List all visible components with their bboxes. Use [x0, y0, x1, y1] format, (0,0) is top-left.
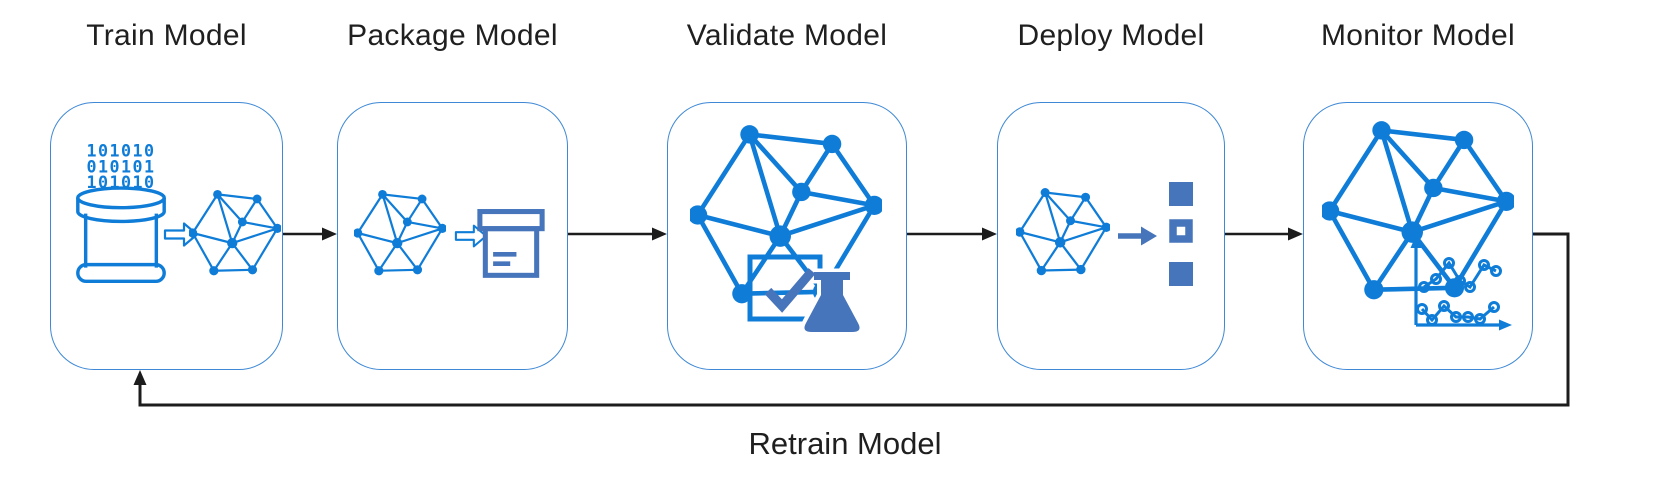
stage-box-monitor	[1303, 102, 1533, 370]
flow-arrow-3	[907, 227, 997, 241]
stage-title-package: Package Model	[347, 19, 558, 52]
network-graph-icon	[354, 187, 446, 279]
stage-box-validate	[667, 102, 907, 370]
check-flask-icon	[747, 254, 864, 336]
stage-title-deploy: Deploy Model	[1017, 19, 1205, 52]
stage-box-train: 101010 010101 101010	[50, 102, 283, 370]
stage-box-deploy	[997, 102, 1225, 370]
stage-title-train: Train Model	[86, 19, 247, 52]
stage-title-validate: Validate Model	[686, 19, 888, 52]
chart-series-lower	[1416, 300, 1500, 326]
svg-text:010101: 010101	[86, 157, 155, 176]
network-graph-icon	[1016, 185, 1110, 279]
stage-box-package	[337, 102, 568, 370]
stacked-squares-icon	[1169, 182, 1193, 286]
package-box-icon	[477, 209, 545, 278]
svg-text:101010: 101010	[86, 142, 155, 161]
flow-arrow-2	[568, 227, 667, 241]
line-chart-icon	[1410, 235, 1512, 331]
stage-title-monitor: Monitor Model	[1321, 19, 1515, 52]
flow-arrow-4	[1225, 227, 1303, 241]
checkmark-glyph	[764, 268, 816, 313]
flow-arrow-1	[283, 227, 337, 241]
retrain-label: Retrain Model	[748, 426, 942, 461]
solid-arrow-icon	[1118, 226, 1157, 246]
flask-glyph	[800, 268, 864, 336]
database-binary-icon: 101010 010101 101010	[76, 142, 166, 284]
chart-series-upper	[1418, 257, 1502, 293]
network-graph-icon	[189, 187, 281, 279]
